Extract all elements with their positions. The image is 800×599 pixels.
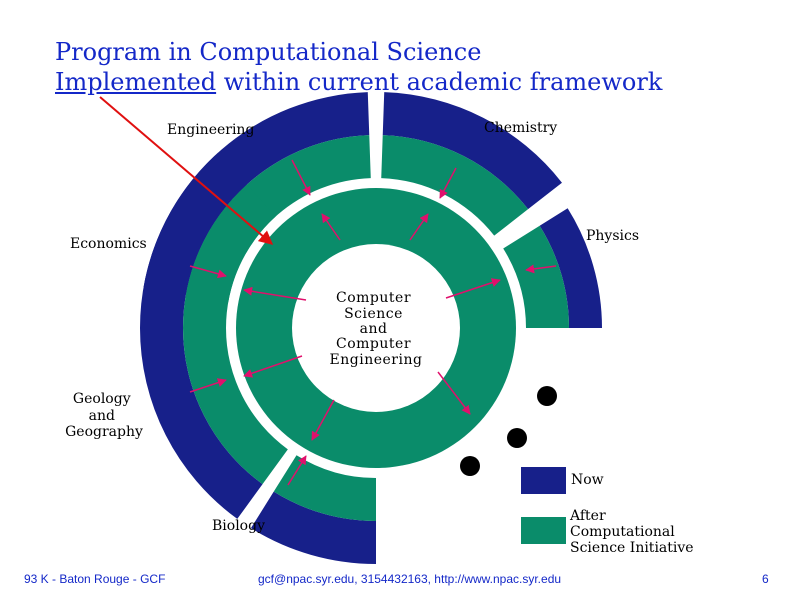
- segment-economics-after: [183, 184, 276, 328]
- interaction-arrow: [437, 371, 471, 415]
- label-geology-line-1: Geology: [73, 391, 131, 407]
- interaction-arrow: [189, 265, 227, 279]
- label-biology: Biology: [212, 518, 265, 534]
- segment-chemistry-after: [381, 135, 529, 236]
- segment-physics-now: [539, 208, 602, 328]
- legend-after-label: After Computational Science Initiative: [569, 508, 694, 556]
- segment-geology-now: [140, 328, 263, 519]
- center-line-2: Science: [344, 306, 403, 322]
- segment-economics-now: [140, 152, 247, 328]
- interaction-arrows: [189, 159, 557, 486]
- label-geology-line-2: and: [89, 408, 115, 424]
- label-geology: Geology and Geography: [65, 391, 143, 440]
- interaction-arrow: [321, 213, 341, 241]
- segment-biology-now: [250, 491, 376, 564]
- continuation-dot: [460, 456, 480, 476]
- center-line-4: Computer: [336, 336, 411, 352]
- footer-page-number: 6: [762, 572, 769, 586]
- implemented-pointer-arrow: [99, 96, 274, 245]
- label-physics: Physics: [586, 228, 639, 244]
- interaction-arrow: [311, 399, 335, 441]
- center-line-3: and: [360, 321, 388, 337]
- label-geology-line-3: Geography: [65, 424, 143, 440]
- interaction-arrow: [409, 213, 429, 241]
- segment-geology-after: [182, 328, 288, 485]
- center-line-1: Computer: [336, 290, 411, 306]
- legend-after-swatch: [521, 517, 566, 544]
- interaction-arrow: [445, 278, 501, 299]
- label-economics: Economics: [70, 236, 147, 252]
- legend-now-label: Now: [571, 472, 604, 488]
- interaction-arrow: [439, 167, 457, 199]
- title-underlined-word: Implemented: [55, 68, 217, 96]
- legend-after-line-3: Science Initiative: [570, 540, 694, 556]
- department-segments: [140, 92, 602, 564]
- continuation-dot: [537, 386, 557, 406]
- core-center: [292, 244, 460, 412]
- title-line-2: Implemented within current academic fram…: [55, 68, 662, 96]
- footer-contact: gcf@npac.syr.edu, 3154432163, http://www…: [258, 572, 562, 586]
- legend-after-line-1: After: [569, 508, 606, 524]
- segment-biology-after: [273, 455, 376, 521]
- interaction-arrow: [243, 286, 307, 301]
- segment-physics-after: [503, 225, 569, 328]
- label-engineering: Engineering: [167, 122, 254, 138]
- interaction-arrow: [287, 455, 307, 486]
- center-label: Computer Science and Computer Engineerin…: [330, 290, 423, 368]
- continuation-dot: [507, 428, 527, 448]
- segment-chemistry-now: [382, 92, 562, 210]
- interaction-arrow: [525, 264, 557, 274]
- interaction-arrow: [291, 159, 311, 196]
- center-line-5: Engineering: [330, 352, 423, 368]
- title-line-2-rest: within current academic framework: [216, 68, 663, 96]
- title-line-1: Program in Computational Science: [55, 38, 482, 66]
- interaction-arrow: [243, 355, 303, 378]
- label-chemistry: Chemistry: [484, 120, 557, 136]
- legend-after-line-2: Computational: [570, 524, 675, 540]
- footer-left: 93 K - Baton Rouge - GCF: [24, 572, 166, 586]
- interaction-arrow: [189, 378, 227, 393]
- legend-now-swatch: [521, 467, 566, 494]
